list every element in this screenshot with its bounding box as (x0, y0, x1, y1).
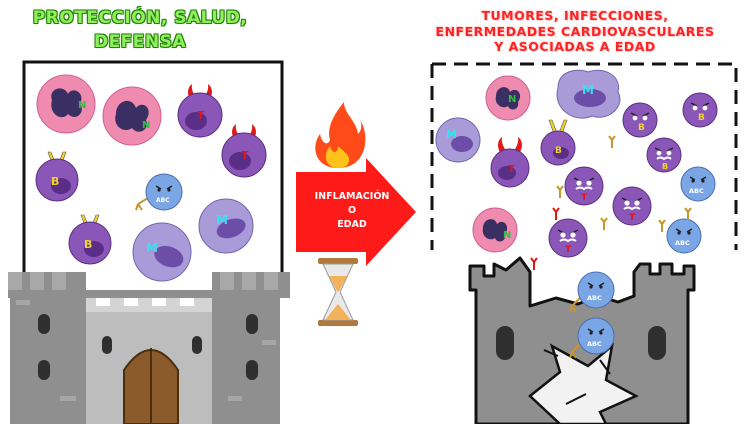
t-cell-label: T (581, 193, 588, 203)
b-cell: B (35, 151, 79, 202)
angry-t-cell: T (548, 218, 588, 258)
abc-cell-label: ABC (675, 239, 690, 247)
right-title: TUMORES, INFECCIONES, ENFERMEDADES CARDI… (405, 8, 745, 55)
abc-cell: ABC (569, 271, 615, 313)
abc-cell-label: ABC (156, 197, 170, 204)
b-cell-label: B (698, 113, 705, 123)
neutrophil-label: N (503, 230, 511, 241)
t-cell: T (221, 124, 267, 178)
t-cell-label: T (241, 149, 249, 162)
t-cell-label: T (508, 164, 515, 175)
macrophage-label: M (146, 241, 158, 255)
abc-cell: ABC (666, 218, 702, 254)
t-cell-label: T (197, 109, 205, 122)
t-cell-label: T (565, 245, 572, 255)
arrow-label-line1: INFLAMACIÓN (314, 191, 390, 202)
angry-b-cell: B (622, 102, 658, 138)
castle-icon (8, 272, 290, 424)
antibody-icons (556, 135, 692, 232)
b-cell-label: B (51, 175, 59, 188)
angry-b-cell: B (682, 92, 718, 128)
b-cell-label: B (555, 146, 562, 156)
b-cell: B (68, 214, 112, 265)
neutrophil-cell: N (485, 75, 531, 121)
macrophage-cell: M (435, 117, 481, 163)
neutrophil-cell: N (472, 207, 518, 253)
neutrophil-label: N (78, 100, 86, 111)
b-cell-label: B (84, 238, 92, 251)
abc-cell: ABC (135, 173, 183, 211)
arrow-label-line3: EDAD (337, 219, 367, 230)
macrophage-label: M (216, 213, 228, 227)
angry-t-cell: T (564, 166, 604, 206)
b-cell: B (540, 119, 576, 166)
antibody-icons-red (530, 207, 560, 270)
abc-cell-label: ABC (689, 187, 704, 195)
neutrophil-label: N (508, 94, 516, 105)
arrow-label: INFLAMACIÓN O EDAD (292, 190, 412, 232)
left-title-line2: DEFENSA (93, 32, 187, 52)
neutrophil-cell: N (102, 86, 162, 146)
right-title-line1: TUMORES, INFECCIONES, (481, 8, 669, 23)
left-title: PROTECCIÓN, SALUD, DEFENSA (0, 6, 280, 54)
right-frame (430, 62, 738, 250)
t-cell: T (177, 84, 223, 138)
t-cell: T (490, 137, 530, 188)
abc-cell: ABC (569, 317, 615, 359)
hourglass-icon (318, 258, 358, 326)
abc-cell-label: ABC (587, 340, 602, 348)
neutrophil-cell: N (36, 74, 96, 134)
macrophage-label: M (582, 83, 594, 97)
left-title-line1: PROTECCIÓN, SALUD, (32, 8, 248, 28)
arrow-icon (296, 158, 416, 266)
angry-b-cell: B (646, 137, 682, 173)
right-title-line3: Y ASOCIADAS A EDAD (494, 39, 656, 54)
right-title-line2: ENFERMEDADES CARDIOVASCULARES (435, 23, 715, 39)
angry-t-cell: T (612, 186, 652, 226)
macrophage-cell: M (556, 69, 621, 119)
neutrophil-label: N (142, 120, 150, 131)
macrophage-cell: M (132, 222, 192, 282)
macrophage-label: M (446, 128, 457, 141)
b-cell-label: B (662, 162, 668, 171)
b-cell-label: B (638, 123, 645, 133)
t-cell-label: T (629, 213, 636, 223)
fire-icon (315, 102, 366, 168)
arrow-label-line2: O (347, 205, 357, 216)
abc-cell: ABC (680, 166, 716, 202)
macrophage-cell: M (198, 198, 254, 254)
abc-cell-label: ABC (587, 294, 602, 302)
